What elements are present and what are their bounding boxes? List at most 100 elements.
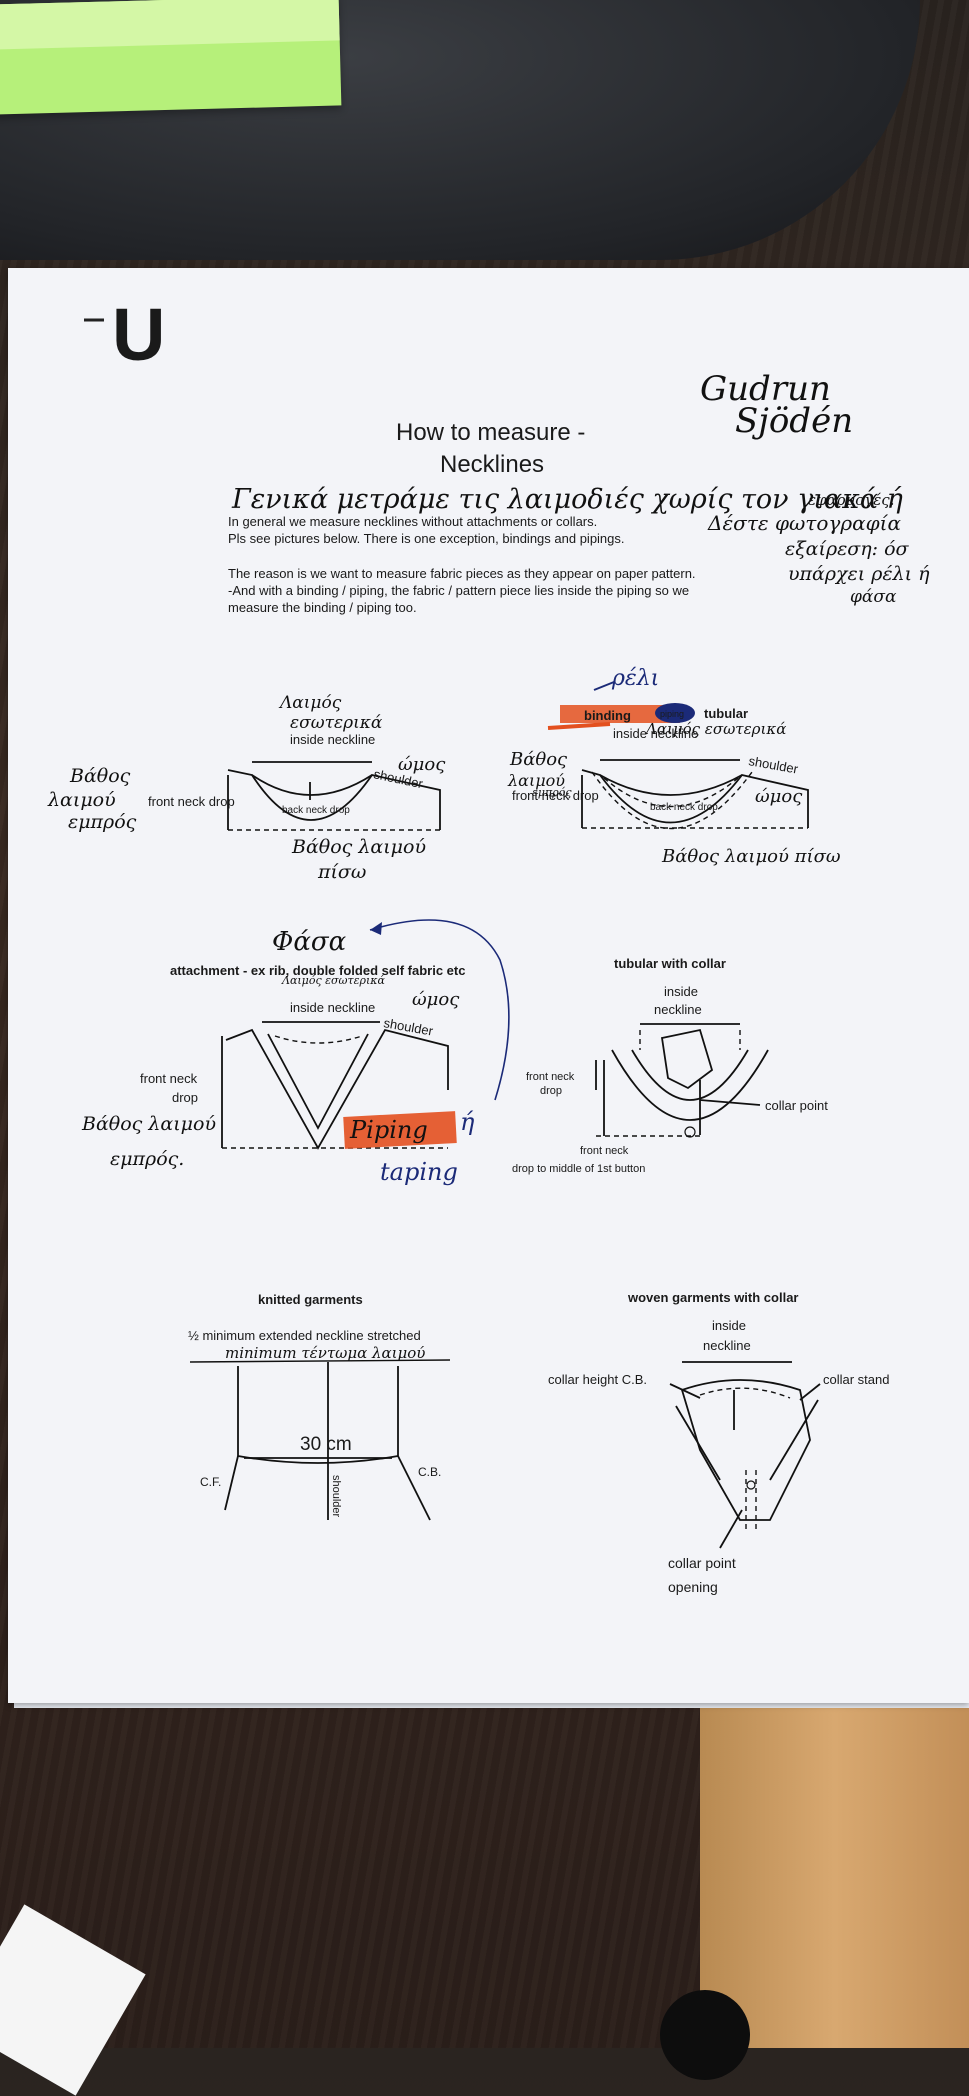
- label-inside-6b: neckline: [703, 1338, 751, 1353]
- label-shoulder-2: shoulder: [747, 753, 799, 777]
- label-front-drop-2: front neck drop: [512, 788, 599, 803]
- note-inside-1b: εσωτερικά: [290, 713, 383, 733]
- collar-height-leader: [669, 1383, 701, 1399]
- side-note-5: φάσα: [850, 587, 897, 607]
- label-piping-mark: piping: [660, 709, 684, 719]
- note-piping: Piping: [349, 1116, 428, 1144]
- note-shoulder-2: ώμος: [755, 786, 803, 807]
- collar-flap: [660, 1028, 714, 1090]
- note-or: ή: [460, 1108, 475, 1136]
- collar-stand-dash: [699, 1387, 791, 1399]
- label-inside-neckline-2: inside neckline: [613, 726, 698, 741]
- intro-line-2: Pls see pictures below. There is one exc…: [228, 531, 625, 546]
- note-front-3b: εμπρός.: [110, 1148, 184, 1170]
- label-inside-4b: neckline: [654, 1002, 702, 1017]
- label-collar-height: collar height C.B.: [548, 1372, 647, 1387]
- note-fasa: Φάσα: [272, 927, 347, 957]
- note-back-2: Βάθος λαιμού πίσω: [661, 846, 841, 867]
- collar-outer: [611, 1049, 769, 1121]
- label-front-drop-4b: drop: [540, 1085, 562, 1097]
- lapel-right: [769, 1399, 819, 1481]
- back-neck-curve-2: [599, 774, 743, 796]
- side-note-2: Δέστε φωτογραφία: [707, 511, 901, 535]
- label-front-drop-4a: front neck: [526, 1071, 575, 1083]
- highlight-piping: [343, 1111, 457, 1149]
- v-neck-outline: [225, 1028, 449, 1150]
- signature-first: Gudrun: [700, 369, 831, 409]
- label-inside-6a: inside: [712, 1318, 746, 1333]
- bottom-curve: [237, 1455, 399, 1464]
- page-title-line2: Necklines: [440, 451, 544, 478]
- right-leg: [397, 1455, 431, 1521]
- diagram-basic-neckline: Λαιμός εσωτερικά inside neckline back ne…: [47, 693, 446, 883]
- label-collar-point: collar point: [765, 1098, 828, 1113]
- intro-line-5: measure the binding / piping too.: [228, 600, 417, 615]
- logo-mark: U: [112, 293, 165, 376]
- label-collar-point-a: collar point: [668, 1555, 736, 1571]
- diagram-knitted: knitted garments ½ minimum extended neck…: [188, 1292, 451, 1521]
- note-taping: taping: [380, 1158, 458, 1186]
- label-front-drop: front neck drop: [148, 794, 235, 809]
- paper-sheet: [8, 268, 969, 1703]
- button-circle-6: [746, 1480, 756, 1490]
- note-inside-1a: Λαιμός: [278, 693, 342, 713]
- note-back-1a: Βάθος λαιμού: [291, 836, 426, 858]
- note-front-1c: εμπρός: [68, 811, 137, 833]
- diagram-tubular-collar: tubular with collar inside neckline coll…: [512, 956, 828, 1175]
- lapel-left: [675, 1405, 721, 1481]
- note-minimum: minimum τέντωμα λαιμού: [225, 1344, 425, 1362]
- label-front-drop-3b: drop: [172, 1090, 198, 1105]
- label-front-neck-button: front neck: [580, 1145, 629, 1157]
- label-inside-4a: inside: [664, 984, 698, 999]
- v-neck-inner: [267, 1033, 369, 1130]
- note-shoulder-3: ώμος: [412, 989, 460, 1010]
- label-drop-to-button: drop to middle of 1st button: [512, 1163, 645, 1175]
- highlight-binding: [560, 705, 680, 723]
- label-binding: binding: [584, 708, 631, 723]
- side-note-3: εξαίρεση: όσ: [785, 538, 910, 560]
- label-shoulder-5: shoulder: [330, 1475, 342, 1518]
- button-circle: [684, 1126, 696, 1138]
- heading-knitted: knitted garments: [258, 1292, 363, 1307]
- label-back-neck: back neck drop: [282, 805, 350, 816]
- collar-point-leader-6: [719, 1509, 743, 1549]
- note-front-1a: Βάθος: [69, 765, 131, 787]
- note-back-1b: πίσω: [317, 861, 366, 883]
- intro-line-4: -And with a binding / piping, the fabric…: [228, 583, 689, 598]
- label-30cm: 30 cm: [300, 1434, 352, 1455]
- back-neck-curve: [251, 774, 373, 796]
- label-collar-stand: collar stand: [823, 1372, 889, 1387]
- label-collar-point-b: opening: [668, 1579, 718, 1595]
- greek-handwritten-note: Γενικά μετράμε τις λαιμοδιές χωρίς τον γ…: [231, 484, 903, 515]
- side-note-1: εφαρμογές.: [808, 491, 894, 509]
- label-inside-neckline: inside neckline: [290, 732, 375, 747]
- label-cf: C.F.: [200, 1475, 221, 1489]
- collar-guides: [639, 1030, 741, 1050]
- note-front-3a: Βάθος λαιμού: [81, 1113, 216, 1135]
- left-leg: [224, 1455, 239, 1511]
- intro-line-3: The reason is we want to measure fabric …: [228, 566, 696, 581]
- highlight-underline: [547, 722, 611, 730]
- label-front-drop-3a: front neck: [140, 1071, 198, 1086]
- note-inside-2: Λαιμός εσωτερικά: [644, 720, 786, 738]
- collar-shape: [680, 1379, 811, 1521]
- top-line: [189, 1359, 451, 1363]
- binding-inner: [603, 777, 739, 808]
- scribble-piping: [655, 703, 695, 723]
- label-inside-neckline-3: inside neckline: [290, 1000, 375, 1015]
- note-front-2b: λαιμού: [507, 771, 565, 790]
- arrowhead-fasa: [370, 922, 382, 935]
- neck-outline-2: [581, 769, 809, 828]
- diagram-woven-collar: woven garments with collar inside neckli…: [548, 1290, 889, 1595]
- heading-tubular-collar: tubular with collar: [614, 956, 726, 971]
- page-title-line1: How to measure -: [396, 419, 585, 446]
- heading-attachment: attachment - ex rib, double folded self …: [170, 963, 465, 978]
- collar-inner: [631, 1049, 749, 1101]
- note-rel: ρέλι: [611, 666, 659, 691]
- note-inside-3: Λαιμός εσωτερικά: [281, 974, 385, 987]
- note-front-2a: Βάθος: [509, 749, 568, 770]
- label-cb: C.B.: [418, 1465, 441, 1479]
- signature-last: Sjödén: [735, 401, 853, 441]
- binding-outer: [591, 771, 753, 830]
- arrow-rel: [593, 681, 615, 691]
